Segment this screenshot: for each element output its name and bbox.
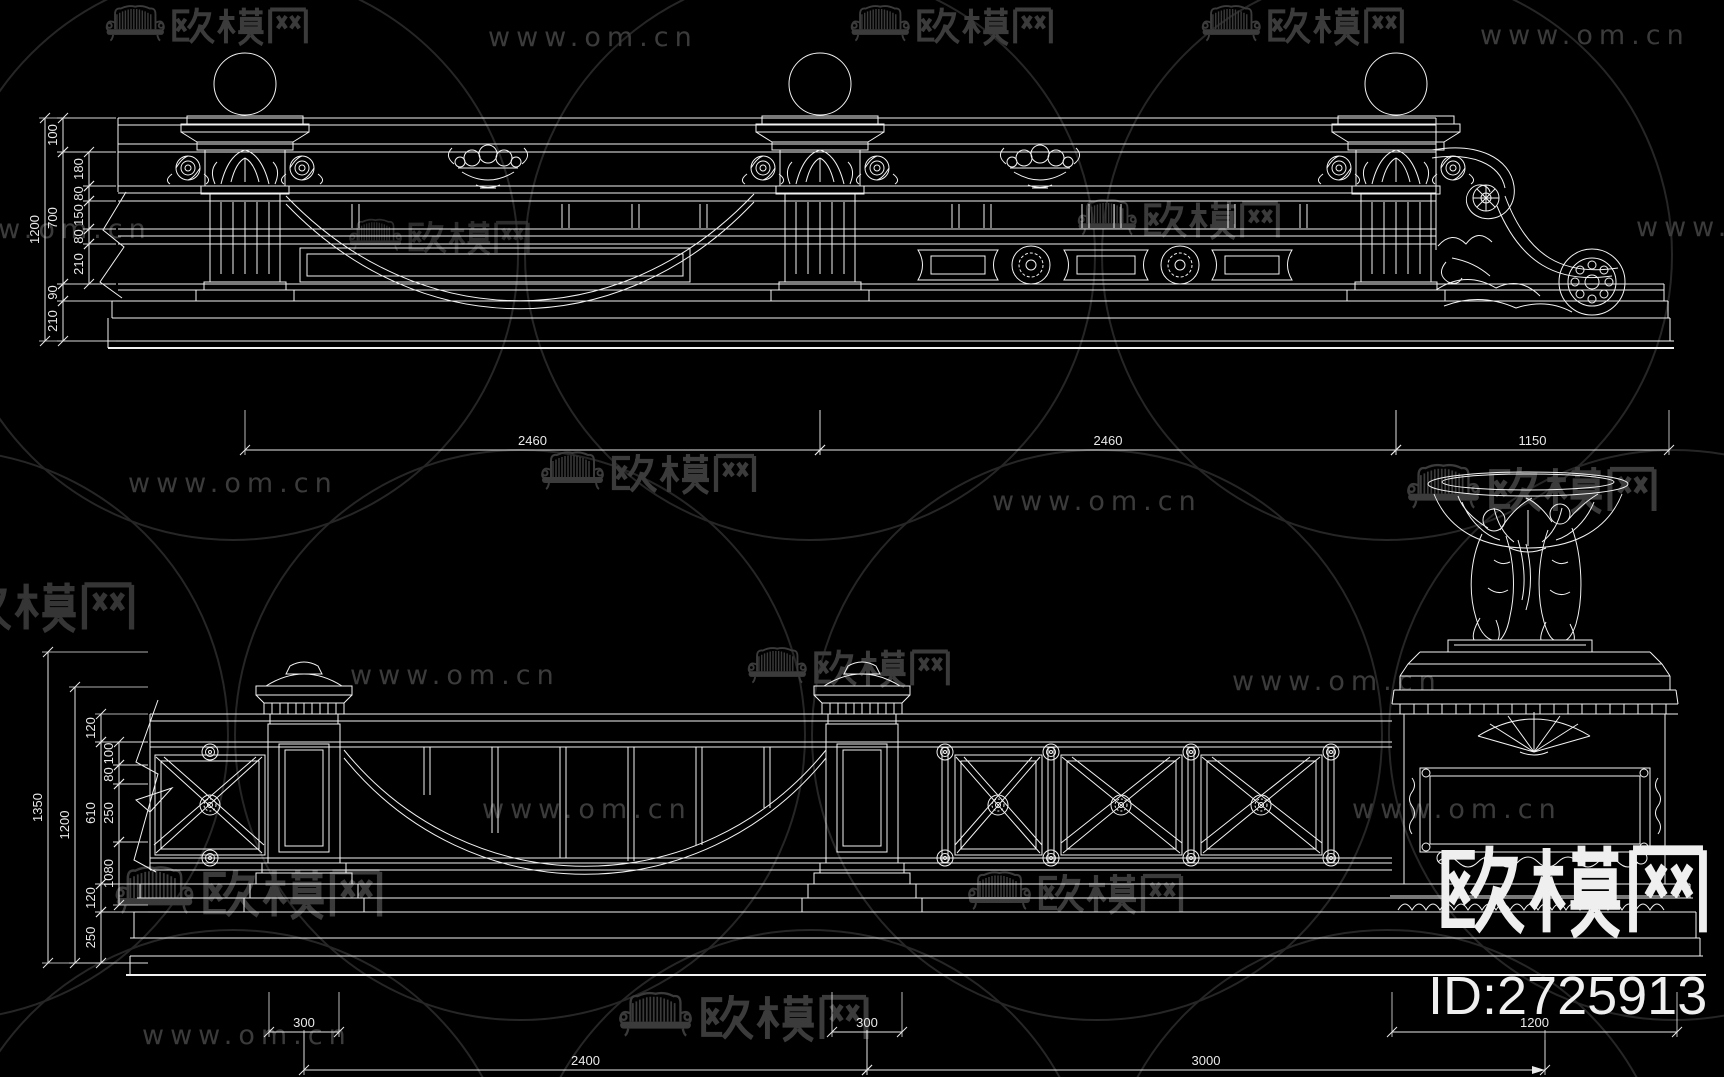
watermark-circle: [0, 929, 484, 1077]
watermark-url-text: www.om.cn: [488, 22, 698, 53]
palmette-ornament: [1477, 712, 1591, 756]
dim-label: 1350: [30, 793, 45, 822]
dim-label: 700: [45, 207, 60, 229]
dim-label: 100: [101, 743, 116, 765]
watermark-circle: [559, 929, 1061, 1077]
dim-label: 80: [71, 229, 86, 243]
dimensions-layer: 1200 100 700 90 210 180 80 150 80 210 2460 2460 1150…: [27, 112, 1683, 1076]
dim-label: 1150: [1519, 433, 1547, 448]
dim-label: 300: [293, 1015, 315, 1030]
dim-label: 610: [83, 802, 98, 824]
watermark-circle: [1101, 0, 1673, 541]
x-lattice-bay: [936, 743, 1340, 867]
dim-label: 3000: [1192, 1053, 1221, 1068]
dim-label: 80: [71, 186, 86, 200]
dim-label: 100: [45, 124, 60, 146]
watermark-url-text: www.om.cn: [992, 486, 1202, 517]
watermark-url-text: www.om.cn: [1352, 794, 1562, 825]
dim-label: 250: [101, 802, 116, 824]
dim-label: 1080: [101, 859, 116, 888]
watermark-url-text: www.om.cn: [1636, 212, 1724, 243]
garland-swag: [285, 193, 755, 310]
dim-label: 210: [45, 310, 60, 332]
watermark-circle: [1388, 449, 1724, 1021]
bottom-drawing-dimensions: 1350 1200 120 610 120 250 100 80 250 1080 300 300 24…: [30, 646, 1683, 1076]
top-drawing-dimensions: 1200 100 700 90 210 180 80 150 80 210 2460 2460 1150: [27, 112, 1675, 456]
watermark-url-text: www.om.cn: [1480, 20, 1690, 51]
swag-bay: [343, 747, 827, 875]
watermark-url-text: www.om.cn: [482, 794, 692, 825]
dim-label: 210: [71, 253, 86, 275]
top-elevation-drawing: [99, 52, 1674, 349]
dim-arrow: [1532, 1066, 1545, 1074]
watermark-url-text: www.om.cn: [1232, 666, 1442, 697]
dim-label: 2460: [518, 433, 547, 448]
dim-label: 80: [101, 767, 116, 781]
break-line: [99, 191, 127, 299]
scroll-volute: [1431, 147, 1626, 316]
recessed-panel: [299, 247, 691, 283]
lower-panels: [917, 249, 1293, 281]
dim-label: 1200: [1520, 1015, 1549, 1030]
watermark-circle: [1136, 929, 1638, 1077]
watermark-url-text: www.om.cn: [350, 660, 560, 691]
left-lattice-panel: [153, 743, 266, 867]
dim-label: 2460: [1094, 433, 1123, 448]
dim-label: 120: [83, 717, 98, 739]
balusters: [351, 204, 1308, 228]
dim-label: 150: [71, 204, 86, 226]
dim-label: 90: [45, 285, 60, 299]
dim-label: 250: [83, 927, 98, 949]
dim-label: 1200: [27, 215, 42, 244]
dim-label: 1200: [57, 811, 72, 840]
bay-infill: [285, 193, 1308, 310]
bottom-elevation-drawing: [126, 471, 1706, 976]
rails-and-base: [99, 117, 1674, 349]
dim-label: 120: [83, 887, 98, 909]
watermark-url-text: www.om.cn: [142, 1020, 352, 1051]
brand-id-text: ID:2725913: [1428, 966, 1707, 1026]
dim-label: 2400: [571, 1053, 600, 1068]
brand-badge: ID:2725913: [1428, 846, 1707, 1026]
watermark-circle: [0, 0, 519, 541]
dim-label: 180: [71, 158, 86, 180]
watermark-circle: [524, 0, 1096, 541]
watermark-url-text: www.om.cn: [128, 468, 338, 499]
putti-statue: [1427, 471, 1629, 653]
dim-label: 300: [856, 1015, 878, 1030]
watermark-circle: [0, 454, 229, 1016]
